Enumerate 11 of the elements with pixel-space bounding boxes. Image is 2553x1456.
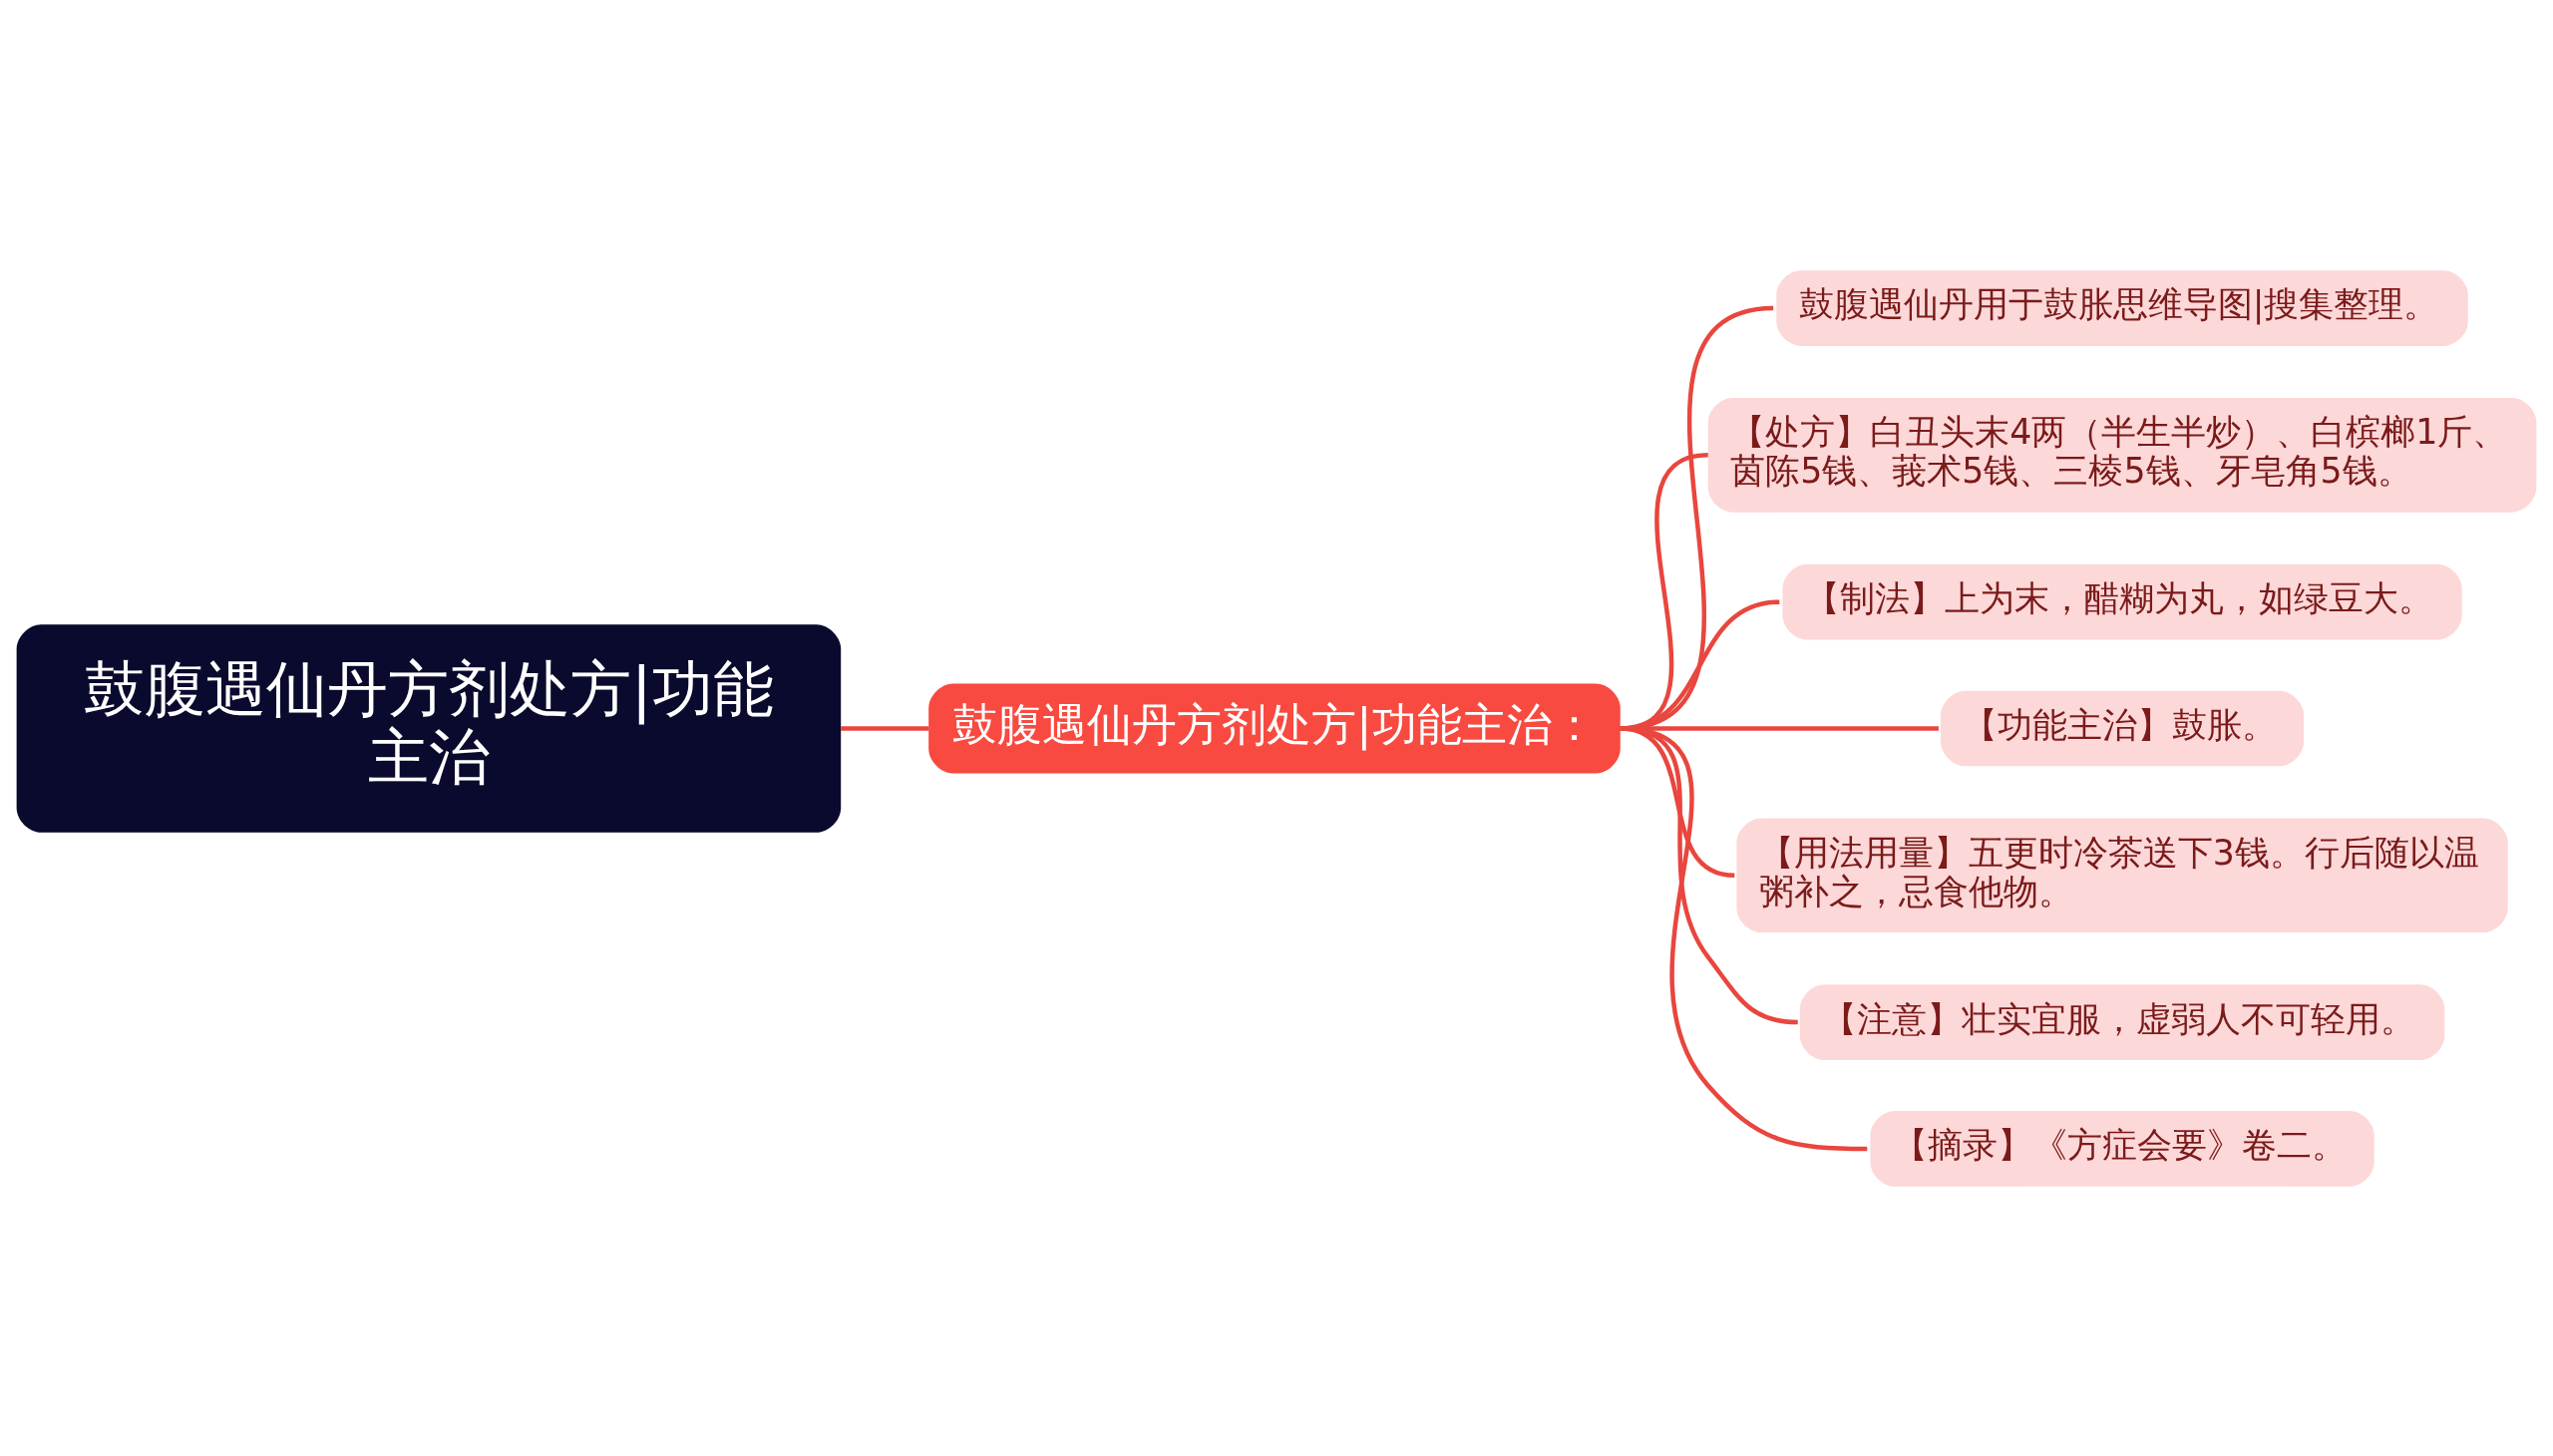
node-box: 【用法用量】五更时冷茶送下3钱。行后随以温粥补之，忌食他物。 [1736, 818, 2508, 932]
connector [841, 725, 929, 731]
node-box: 鼓腹遇仙丹方剂处方|功能主治 [16, 623, 842, 833]
node-box: 【注意】壮实宜服，虚弱人不可轻用。 [1799, 983, 2445, 1060]
node-box: 【摘录】《方症会要》卷二。 [1870, 1110, 2374, 1187]
node-box: 鼓腹遇仙丹方剂处方|功能主治： [928, 683, 1621, 773]
node-box: 鼓腹遇仙丹用于鼓胀思维导图|搜集整理。 [1776, 269, 2468, 346]
node-box: 【制法】上为末，醋糊为丸，如绿豆大。 [1782, 563, 2462, 639]
connector [1620, 725, 1868, 1151]
node-box: 【处方】白丑头末4两（半生半炒）、白槟榔1斤、茵陈5钱、莪术5钱、三棱5钱、牙皂角5钱。 [1707, 397, 2537, 513]
node-box: 【功能主治】鼓胀。 [1940, 690, 2305, 766]
